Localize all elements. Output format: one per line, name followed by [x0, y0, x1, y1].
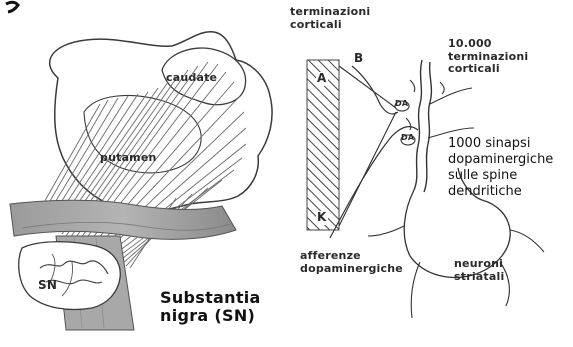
label-a: A: [316, 72, 328, 86]
afferenze-line-2: dopaminergiche: [300, 263, 403, 276]
terminazioni-corticali-label: terminazioni corticali: [290, 6, 370, 31]
sn-label: SN: [38, 279, 57, 293]
substantia-line-2: nigra (SN): [160, 307, 261, 325]
sinapsi-line-2: dopaminergiche: [448, 152, 553, 168]
neuroni-line-1: neuroni: [454, 258, 504, 271]
striatal-neurons-label: neuroni striatali: [454, 258, 504, 283]
nigrostriatal-tract: [10, 200, 236, 239]
sinapsi-line-3: sulle spine: [448, 168, 553, 184]
da-label-2: DA: [401, 133, 414, 142]
dopaminergic-afferents-label: afferenze dopaminergiche: [300, 250, 403, 275]
neuroni-line-2: striatali: [454, 271, 504, 284]
label-k: K: [316, 211, 328, 225]
da-label-1: DA: [395, 99, 408, 108]
terminazioni-line-2: corticali: [290, 19, 370, 32]
afferenze-line-1: afferenze: [300, 250, 403, 263]
figure-number-fragment: [6, 2, 18, 12]
sn-region-outline: [19, 242, 121, 310]
sinapsi-line-4: dendritiche: [448, 184, 553, 200]
substantia-line-1: Substantia: [160, 289, 261, 307]
sinapsi-line-1: 1000 sinapsi: [448, 136, 553, 152]
count-line-1: 10.000: [448, 38, 528, 51]
dendrite: [414, 60, 422, 190]
fiber-b: [352, 66, 398, 114]
striatum-outline: [50, 32, 272, 212]
cortical-terminals-count-label: 10.000 terminazioni corticali: [448, 38, 528, 76]
dopaminergic-synapses-label: 1000 sinapsi dopaminergiche sulle spine …: [448, 136, 553, 199]
label-b: B: [354, 52, 363, 66]
substantia-nigra-title: Substantia nigra (SN): [160, 289, 261, 326]
putamen-label: putamen: [100, 152, 157, 165]
terminazioni-line-1: terminazioni: [290, 6, 370, 19]
count-line-3: corticali: [448, 63, 528, 76]
caudate-label: caudate: [166, 72, 217, 85]
